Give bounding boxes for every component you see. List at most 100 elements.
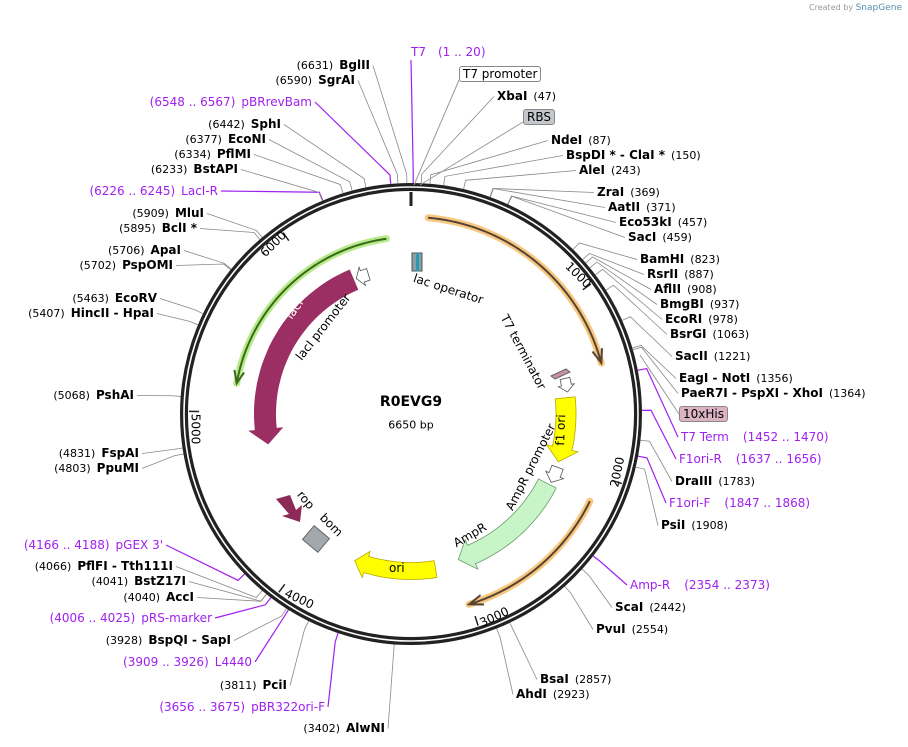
site-sphi[interactable]: 6442SphI xyxy=(202,117,281,132)
site-rsrii[interactable]: RsrII887 xyxy=(647,267,720,282)
site-bstz17i[interactable]: 4041BstZ17I xyxy=(86,574,186,589)
site-pos: 4066 xyxy=(35,560,72,573)
site-pshai[interactable]: 5068PshAI xyxy=(47,388,134,403)
site-ecorv[interactable]: 5463EcoRV xyxy=(66,291,157,306)
primer-t7[interactable]: T71 .. 20 xyxy=(411,45,492,59)
site-bsai[interactable]: BsaI2857 xyxy=(540,672,617,687)
site-alei[interactable]: AleI243 xyxy=(579,163,647,178)
orf-arc-2[interactable] xyxy=(466,500,591,606)
site-econi[interactable]: 6377EcoNI xyxy=(179,132,266,147)
site-pflmi[interactable]: 6334PflMI xyxy=(168,147,251,162)
site-pvui[interactable]: PvuI2554 xyxy=(596,622,674,637)
site-alwni[interactable]: 3402AlwNI xyxy=(297,721,385,736)
site-leader-line xyxy=(489,188,595,198)
primer-pbr322ori-f[interactable]: 3656 .. 3675pBR322ori-F xyxy=(153,700,325,714)
site-name: PflFI - Tth111I xyxy=(77,559,173,573)
site-bspqi-sapi[interactable]: 3928BspQI - SapI xyxy=(100,633,231,648)
site-fspai[interactable]: 4831FspAI xyxy=(53,446,139,461)
ampr-feature[interactable] xyxy=(457,478,557,571)
site-xbai[interactable]: XbaI47 xyxy=(497,89,562,104)
primer-f1ori-f[interactable]: F1ori-F1847 .. 1868 xyxy=(669,496,816,510)
site-leader-line xyxy=(240,169,323,201)
ori-label: ori xyxy=(389,561,405,575)
site-pflfi-tth111i[interactable]: 4066 PflFI - Tth111I xyxy=(29,559,173,574)
laci-feature[interactable] xyxy=(248,269,359,445)
primer-l4440[interactable]: 3909 .. 3926L4440 xyxy=(117,655,252,669)
laci-promoter-feature[interactable] xyxy=(355,265,371,287)
site-saci[interactable]: SacI459 xyxy=(628,230,698,245)
site-eagi-noti[interactable]: EagI - NotI1356 xyxy=(679,371,799,386)
site-name: F1ori-F xyxy=(669,496,711,510)
site-bcli[interactable]: 5895 BclI * xyxy=(113,221,197,236)
site-pos: 1063 xyxy=(713,328,750,341)
site-pspomi[interactable]: 5702PspOMI xyxy=(73,258,173,273)
site-scai[interactable]: ScaI2442 xyxy=(615,600,692,615)
site-bglii[interactable]: 6631BglII xyxy=(291,58,370,73)
rop-feature[interactable] xyxy=(276,495,302,522)
site-leader-line xyxy=(156,313,199,326)
site-apai[interactable]: 5706ApaI xyxy=(102,243,181,258)
site-pos: 1 .. 20 xyxy=(438,45,486,59)
primer-t7-term[interactable]: T7 Term1452 .. 1470 xyxy=(681,430,835,444)
site-ahdi[interactable]: AhdI2923 xyxy=(516,687,595,702)
primer-pbrrevbam[interactable]: 6548 .. 6567pBRrevBam xyxy=(144,95,312,109)
orf-arc-3[interactable] xyxy=(233,237,387,386)
ori-feature[interactable] xyxy=(354,550,438,580)
plasmid-name: R0EVG9 xyxy=(379,394,443,410)
primer-prs-marker[interactable]: 4006 .. 4025pRS-marker xyxy=(44,611,212,625)
site-leader-line xyxy=(183,250,232,270)
site-ecori[interactable]: EcoRI978 xyxy=(665,312,744,327)
site-leader-line xyxy=(357,80,399,184)
site-leader-line xyxy=(268,139,353,191)
site-name: BspDI * - ClaI * xyxy=(566,148,666,162)
site-draiii[interactable]: DraIII1783 xyxy=(675,474,761,489)
orf-arc-1[interactable] xyxy=(428,216,603,366)
site-eco53ki[interactable]: Eco53kI457 xyxy=(619,215,713,230)
site-leader-line xyxy=(141,447,183,454)
primer-laci-r[interactable]: 6226 .. 6245LacI-R xyxy=(83,184,218,198)
site-pos: 5895 xyxy=(119,222,156,235)
site-acci[interactable]: 4040AccI xyxy=(117,590,194,605)
tick-marks xyxy=(189,232,623,626)
site-hincii-hpai[interactable]: 5407HincII - HpaI xyxy=(22,306,154,321)
site-zrai[interactable]: ZraI369 xyxy=(597,185,666,200)
bom-feature[interactable] xyxy=(301,524,331,554)
site-sacii[interactable]: SacII1221 xyxy=(675,349,756,364)
primer-leader-line xyxy=(254,609,289,663)
ampr-promoter-feature[interactable] xyxy=(544,464,565,483)
site-name: SgrAI xyxy=(318,73,355,87)
site-ndei[interactable]: NdeI87 xyxy=(551,133,617,148)
site-mlui[interactable]: 5909MluI xyxy=(126,206,204,221)
site-aatii[interactable]: AatII371 xyxy=(608,200,682,215)
site-leader-line xyxy=(589,261,658,305)
site-bmgbi[interactable]: BmgBI937 xyxy=(660,297,745,312)
rbs-label[interactable]: RBS xyxy=(523,109,555,125)
site-paer7i-pspxi-xhoi[interactable]: PaeR7I - PspXI - XhoI1364 xyxy=(681,386,872,401)
t7-promoter-label[interactable]: T7 promoter xyxy=(459,66,542,82)
site-leader-line xyxy=(141,453,184,469)
t7-terminator-arrow[interactable] xyxy=(557,376,576,393)
primer-pgex-3[interactable]: 4166 .. 4188pGEX 3' xyxy=(18,538,163,552)
primer-f1ori-r[interactable]: F1ori-R1637 .. 1656 xyxy=(679,452,828,466)
plasmid-length: 6650 bp xyxy=(388,418,434,432)
10xhis-label[interactable]: 10xHis xyxy=(679,406,728,422)
site-ppumi[interactable]: 4803PpuMI xyxy=(48,461,139,476)
site-bsrgi[interactable]: BsrGI1063 xyxy=(670,327,755,342)
site-name: BclI * xyxy=(161,221,197,235)
site-bamhi[interactable]: BamHI823 xyxy=(640,252,726,267)
primer-amp-r[interactable]: Amp-R2354 .. 2373 xyxy=(630,578,776,592)
site-pcii[interactable]: 3811PciI xyxy=(214,678,287,693)
credit: Created by SnapGene xyxy=(809,3,902,13)
site-pos: 5909 xyxy=(132,207,169,220)
site-psii[interactable]: PsiI1908 xyxy=(661,518,734,533)
site-bstapi[interactable]: 6233BstAPI xyxy=(145,162,238,177)
site-leader-line xyxy=(632,345,677,379)
f1-ori-feature[interactable] xyxy=(545,396,579,463)
site-bspdi-clai[interactable]: BspDI * - ClaI *150 xyxy=(566,148,707,163)
t7-terminator-feature[interactable] xyxy=(550,368,571,380)
site-aflii[interactable]: AflII908 xyxy=(654,282,723,297)
site-pos: 371 xyxy=(646,201,676,214)
site-pos: 1783 xyxy=(718,475,755,488)
site-sgrai[interactable]: 6590SgrAI xyxy=(270,73,356,88)
